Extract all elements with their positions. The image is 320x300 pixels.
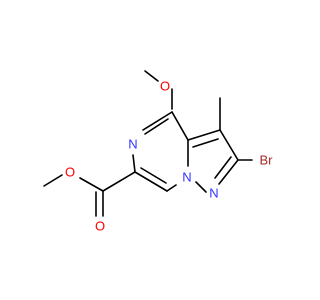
bond-c6-c7 xyxy=(134,171,168,192)
bond-c2-n1 xyxy=(218,159,239,185)
atom-o-methoxy: O xyxy=(160,79,170,94)
bond-c8a-c3 xyxy=(187,129,221,141)
bond-ester-o-ch3 xyxy=(43,174,63,187)
molecule-canvas: O N N N Br O O xyxy=(43,70,273,234)
bond-c6-c7-double xyxy=(140,167,167,184)
atom-n-bridge: N xyxy=(182,170,191,185)
bonds xyxy=(43,70,253,217)
bond-c2-n1-double xyxy=(214,156,232,179)
molecule-structure: O N N N Br O O xyxy=(43,70,273,234)
atom-o-ester-double: O xyxy=(95,219,105,234)
bond-n5-c6 xyxy=(132,154,136,173)
bond-c6-ester-c xyxy=(102,171,136,192)
bond-c8a-c4 xyxy=(171,111,189,141)
atom-labels: O N N N Br O O xyxy=(65,79,273,234)
bond-c8a-c3-double xyxy=(192,138,219,148)
atom-n-ring-upper: N xyxy=(128,137,137,152)
bond-n1-n8 xyxy=(195,181,207,193)
bond-c3-c2 xyxy=(219,129,239,161)
bond-c4-n5 xyxy=(142,111,173,131)
atom-o-ester-single: O xyxy=(65,165,75,180)
bond-c7-n8 xyxy=(166,184,177,192)
bond-methoxy-ch3-o xyxy=(144,70,159,82)
bond-c4-n5-double xyxy=(144,118,169,135)
atom-br: Br xyxy=(260,153,274,168)
bond-ester-c-o-single xyxy=(79,177,104,192)
atom-n-pyrazole: N xyxy=(209,186,218,201)
